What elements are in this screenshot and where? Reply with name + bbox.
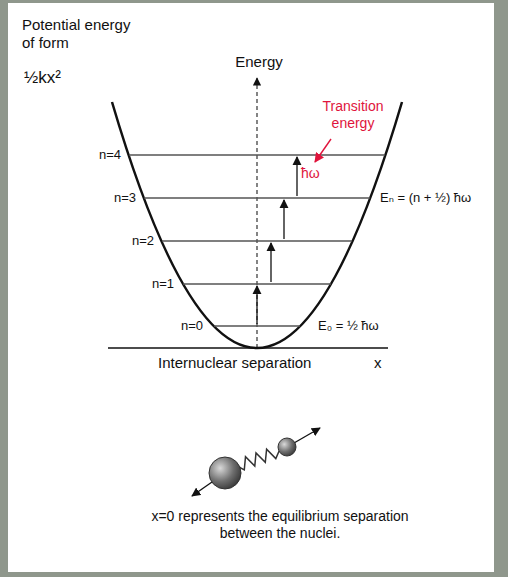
- transition-arrow: [256, 286, 257, 324]
- formula-label: E₀ = ½ ħω: [318, 318, 379, 334]
- level-line: [129, 154, 385, 155]
- level-label: n=1: [152, 276, 174, 292]
- energy-levels: [129, 155, 385, 326]
- formula-label: Eₙ = (n + ½) ħω: [380, 190, 471, 206]
- formula-label: ½kx²: [24, 68, 61, 88]
- spring: [237, 449, 279, 470]
- motion-arrow: [192, 482, 212, 496]
- level-line: [183, 283, 331, 284]
- transition-arrows: [257, 157, 297, 324]
- motion-arrow: [294, 428, 320, 443]
- axis-label: Internuclear separation: [158, 354, 311, 372]
- transition-arrow: [296, 157, 297, 196]
- level-label: n=3: [114, 190, 136, 206]
- note-text: x=0 represents the equilibrium separatio…: [140, 508, 420, 542]
- transition-arrow: [283, 200, 284, 239]
- axis-label: x: [374, 354, 382, 372]
- axis-label: Energy: [235, 53, 283, 71]
- energy-axis: [256, 78, 257, 348]
- annotation-label: Transition energy: [313, 98, 393, 132]
- leader-line: [315, 139, 331, 162]
- level-label: n=0: [181, 318, 203, 334]
- level-line: [162, 240, 352, 241]
- level-line: [214, 325, 300, 326]
- quantum-label: ħω: [301, 165, 320, 182]
- axis-title: Potential energy of form: [22, 16, 140, 52]
- large-nucleus: [209, 457, 241, 489]
- transition-arrow: [270, 243, 271, 282]
- level-label: n=2: [132, 233, 154, 249]
- potential-curve: [112, 102, 402, 348]
- level-line: [144, 197, 370, 198]
- level-label: n=4: [99, 147, 121, 163]
- small-nucleus: [278, 438, 296, 456]
- background-panel: [8, 3, 494, 572]
